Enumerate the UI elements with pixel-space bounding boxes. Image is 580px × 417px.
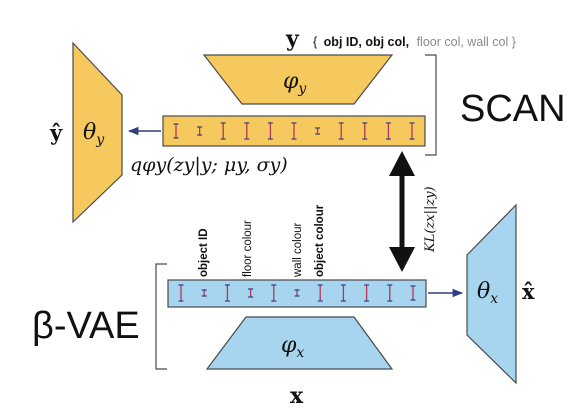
scan-encoder-trapezoid [202, 54, 394, 105]
kl-label: KL(zx||zy) [423, 186, 438, 253]
vae-latent-unit-3 [224, 284, 230, 302]
scan-latent-unit-2 [197, 126, 203, 136]
vae-encoder-trapezoid [205, 316, 394, 370]
vae-title: β-VAE [32, 305, 140, 347]
scan-latent-unit-3 [220, 122, 226, 140]
vae-latent-unit-10 [387, 284, 393, 302]
latent-label-object-id: object ID [198, 228, 210, 277]
scan-latent-unit-8 [338, 122, 344, 140]
vae-latent-unit-6 [294, 289, 300, 297]
vae-input-label: x [290, 383, 304, 409]
vae-latent-unit-7 [317, 284, 323, 302]
vae-latent-unit-8 [340, 284, 346, 302]
attr-close-brace: } [512, 35, 516, 49]
scan-latent-unit-11 [409, 122, 415, 140]
vae-section: object ID floor colour wall colour objec… [32, 203, 535, 409]
scan-section: y { obj ID, obj col, floor col, wall col… [49, 26, 566, 224]
vae-bracket [155, 263, 167, 370]
vae-latent-unit-11 [410, 285, 416, 301]
scan-latent-unit-6 [291, 122, 297, 140]
attr-open-brace: { [313, 35, 317, 49]
scan-latent-unit-5 [267, 122, 273, 140]
vae-output-label: x̂ [522, 279, 535, 304]
scan-latent-unit-10 [385, 122, 391, 140]
scan-latent-unit-9 [362, 122, 368, 140]
scan-input-label: y [285, 26, 300, 52]
kl-divergence-arrow [389, 151, 415, 272]
scan-decoder-trapezoid [72, 41, 123, 224]
attr-gray-part: floor col, wall col [417, 35, 509, 49]
vae-decoder-label: θx [477, 279, 498, 307]
scan-latent-unit-4 [244, 122, 250, 140]
latent-label-object-colour: object colour [314, 204, 326, 277]
vae-decoder-trapezoid [466, 203, 517, 385]
scan-posterior-label: qφy(zy|y; μy, σy) [130, 154, 288, 176]
latent-label-floor-colour: floor colour [242, 220, 254, 277]
scan-latent-errorbars [173, 122, 415, 140]
vae-latent-unit-2 [201, 289, 207, 297]
scan-latent-unit-1 [173, 123, 179, 139]
attr-bold-part: obj ID, obj col, [324, 35, 409, 49]
vae-encoder-label: φx [281, 333, 304, 361]
scan-output-label: ŷ [49, 120, 63, 145]
vae-latent-unit-4 [248, 288, 254, 298]
scan-title: SCAN [460, 88, 566, 130]
vae-latent-unit-5 [271, 284, 277, 302]
vae-latent-errorbars [178, 284, 416, 302]
scan-latent-unit-7 [315, 127, 321, 135]
scan-input-attributes: { obj ID, obj col, floor col, wall col } [313, 35, 516, 49]
scan-encoder-label: φy [283, 69, 307, 97]
latent-label-wall-colour: wall colour [292, 223, 304, 278]
vae-latent-unit-1 [178, 284, 184, 302]
vae-latent-unit-9 [364, 284, 370, 302]
scan-bracket [425, 54, 437, 156]
scan-decoder-label: θy [83, 120, 105, 148]
